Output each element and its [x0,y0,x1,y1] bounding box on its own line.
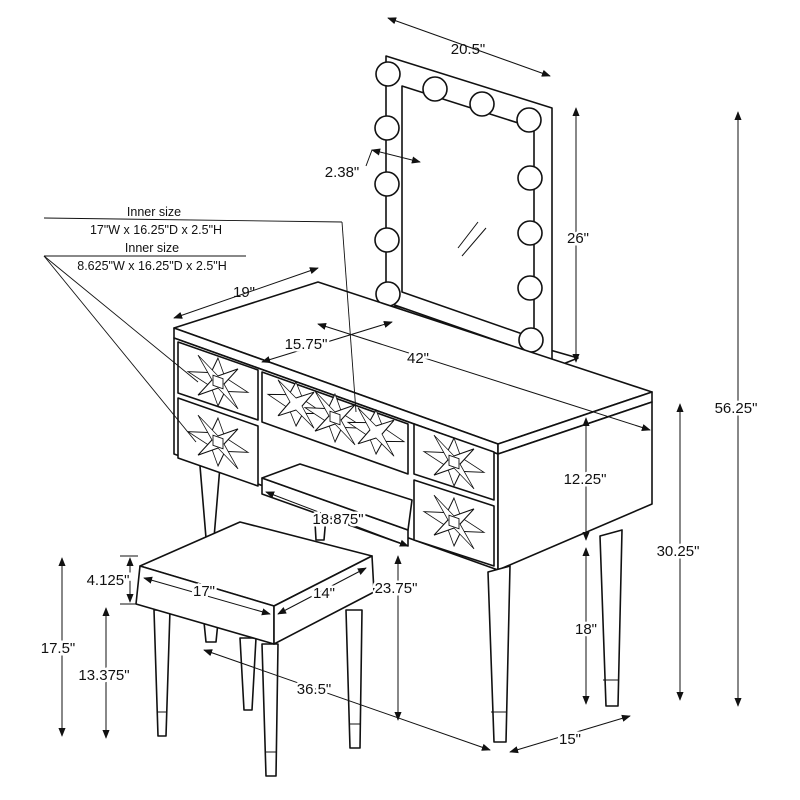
table-front-leg [487,565,511,743]
dim-table-depth: 19" [233,284,255,301]
small-drawer-title: Inner size [125,241,179,255]
dim-leg-span: 36.5" [297,681,332,698]
table-back-leg [199,465,221,539]
large-drawer-size: 17"W x 16.25"D x 2.5"H [90,223,222,237]
dim-knee-width: 18.875" [312,511,363,528]
large-drawer-title: Inner size [127,205,181,219]
dim-stool-leg-height: 13.375" [78,667,129,684]
dim-mirror-height: 26" [567,230,589,247]
stool [135,521,375,777]
note-leaders [43,217,357,443]
dim-drawer-width: 15.75" [285,336,328,353]
stool-front-leg [153,609,171,737]
dim-mirror-width: 20.5" [451,41,486,58]
table-side-leg [599,529,623,707]
dim-stool-depth: 14" [313,585,335,602]
dim-table-width: 42" [407,350,429,367]
dim-stool-height: 17.5" [41,640,76,657]
dim-knee-height: 23.75" [375,580,418,597]
dim-apron-height: 12.25" [564,471,607,488]
dimension-lines [58,17,742,754]
dim-table-leg-depth: 15" [559,731,581,748]
dim-stool-cushion: 4.125" [87,572,130,589]
dim-table-height: 30.25" [657,543,700,560]
small-drawer-size: 8.625"W x 16.25"D x 2.5"H [77,259,227,273]
dim-leg-height: 18" [575,621,597,638]
dim-stool-width: 17" [193,583,215,600]
dim-total-height: 56.25" [715,400,758,417]
dim-mirror-frame: 2.38" [325,164,360,181]
